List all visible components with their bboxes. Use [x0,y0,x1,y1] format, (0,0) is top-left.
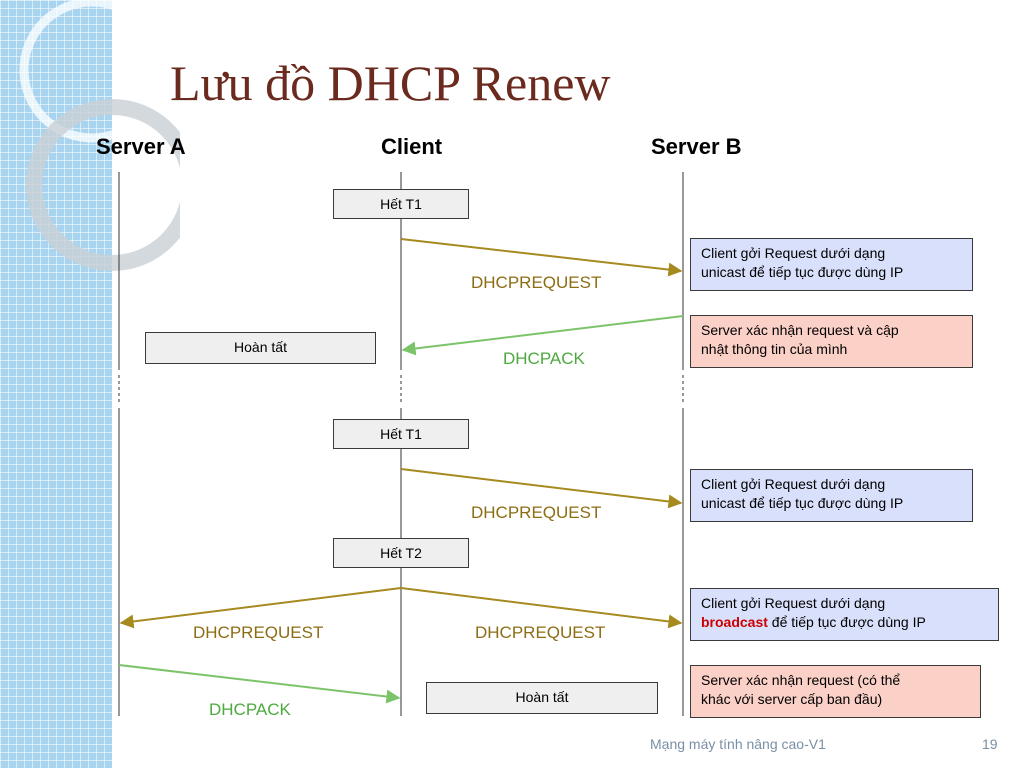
label-request-3-left: DHCPREQUEST [193,623,324,642]
arrow-ack-2 [118,664,401,704]
note-unicast-request-2: Client gởi Request dưới dạng unicast để … [690,469,973,522]
note-unicast-request-1: Client gởi Request dưới dạng unicast để … [690,238,973,291]
broadcast-highlight: broadcast [701,614,768,630]
box-het-t2: Hết T2 [333,538,469,568]
footer-page-number: 19 [982,736,998,752]
box-het-t1-first: Hết T1 [333,189,469,219]
note-line: unicast để tiếp tục được dùng IP [701,495,904,511]
arrow-ack-1 [401,315,684,356]
footer-course: Mạng máy tính nâng cao-V1 [650,736,826,752]
label-request-3-right: DHCPREQUEST [475,623,606,642]
note-line-rest: để tiếp tục được dùng IP [767,614,926,630]
note-line: khác với server cấp ban đầu) [701,691,883,707]
arrow-request-3-left [119,587,402,629]
actor-server-b: Server B [651,134,742,159]
note-line: nhật thông tin của mình [701,341,848,357]
arrow-request-3-right [400,587,683,629]
note-broadcast-request: Client gởi Request dưới dạng broadcast đ… [690,588,999,641]
arrow-request-2 [400,468,683,509]
note-server-ack-2: Server xác nhận request (có thể khác với… [690,665,981,718]
note-line: Client gởi Request dưới dạng [701,595,886,611]
note-line: Server xác nhận request và cập [701,322,899,338]
slide-title: Lưu đồ DHCP Renew [170,55,611,111]
note-line: Client gởi Request dưới dạng [701,245,886,261]
label-ack-1: DHCPACK [503,349,585,368]
box-hoan-tat-server-a: Hoàn tất [145,332,376,364]
label-ack-2: DHCPACK [209,700,291,719]
label-request-1: DHCPREQUEST [471,273,602,292]
note-line: Server xác nhận request (có thể [701,672,901,688]
actor-client: Client [381,134,443,159]
box-het-t1-second: Hết T1 [333,419,469,449]
box-hoan-tat-client: Hoàn tất [426,682,658,714]
decorative-rings [19,0,180,271]
arrow-request-1 [400,238,683,277]
actor-server-a: Server A [96,134,186,159]
label-request-2: DHCPREQUEST [471,503,602,522]
note-server-ack-1: Server xác nhận request và cập nhật thôn… [690,315,973,368]
note-line: unicast để tiếp tục được dùng IP [701,264,904,280]
note-line: broadcast để tiếp tục được dùng IP [701,613,988,632]
note-line: Client gởi Request dưới dạng [701,476,886,492]
